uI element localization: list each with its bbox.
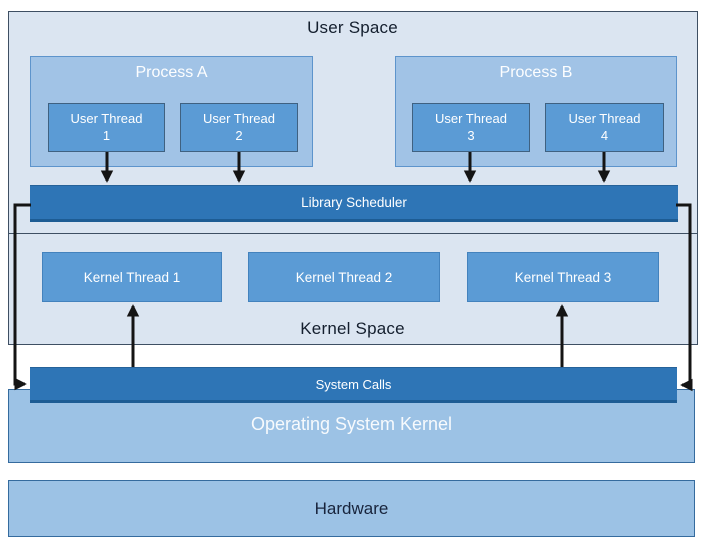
- library-scheduler-bar: Library Scheduler: [30, 185, 678, 222]
- user-thread-1-label-line1: User Thread: [70, 111, 143, 127]
- kernel-thread-2-label: Kernel Thread 2: [295, 269, 393, 285]
- user-thread-2-label-line1: User Thread: [202, 111, 275, 127]
- kernel-thread-1-box: Kernel Thread 1: [42, 252, 222, 302]
- user-thread-3-box: User Thread 3: [412, 103, 530, 152]
- kernel-space-label: Kernel Space: [300, 319, 405, 338]
- process-a-label: Process A: [135, 64, 208, 81]
- user-thread-3-label-line2: 3: [467, 127, 475, 143]
- library-scheduler-label: Library Scheduler: [301, 195, 407, 210]
- system-calls-bar: System Calls: [30, 367, 677, 403]
- user-space-label: User Space: [307, 18, 398, 37]
- user-thread-4-label-line1: User Thread: [568, 111, 641, 127]
- user-thread-2-box: User Thread 2: [180, 103, 298, 152]
- user-thread-4-box: User Thread 4: [545, 103, 664, 152]
- user-thread-1-box: User Thread 1: [48, 103, 165, 152]
- user-thread-4-label-line2: 4: [600, 127, 609, 143]
- process-b-label: Process B: [499, 64, 573, 81]
- os-kernel-label: Operating System Kernel: [250, 414, 453, 434]
- system-calls-label: System Calls: [315, 376, 392, 392]
- kernel-thread-1-label: Kernel Thread 1: [83, 269, 181, 285]
- user-thread-3-label-line1: User Thread: [434, 111, 507, 127]
- kernel-thread-3-label: Kernel Thread 3: [514, 269, 612, 285]
- hardware-label: Hardware: [314, 498, 389, 518]
- user-thread-2-label-line2: 2: [235, 127, 243, 143]
- hardware-box: Hardware: [8, 480, 695, 537]
- kernel-thread-3-box: Kernel Thread 3: [467, 252, 659, 302]
- user-thread-1-label-line2: 1: [102, 127, 111, 143]
- kernel-thread-2-box: Kernel Thread 2: [248, 252, 440, 302]
